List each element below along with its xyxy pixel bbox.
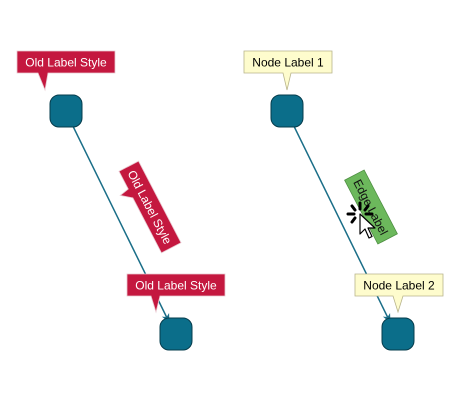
left-target-node[interactable] <box>159 317 193 351</box>
right-source-label-text: Node Label 1 <box>252 56 324 70</box>
left-source-node[interactable] <box>49 94 83 128</box>
right-target-label-text: Node Label 2 <box>363 279 435 293</box>
right-target-label[interactable]: Node Label 2 <box>354 273 444 314</box>
left-target-label-text: Old Label Style <box>135 279 217 293</box>
right-source-node[interactable] <box>270 94 304 128</box>
right-source-label[interactable]: Node Label 1 <box>243 50 333 91</box>
left-source-label-text: Old Label Style <box>25 56 107 70</box>
left-edge-label[interactable]: Old Label Style <box>110 160 182 257</box>
busy-pointer-icon <box>346 201 376 239</box>
left-edge-label-text: Old Label Style <box>125 168 175 247</box>
left-source-label[interactable]: Old Label Style <box>16 50 116 92</box>
left-target-label[interactable]: Old Label Style <box>126 273 226 314</box>
right-graph: Node Label 1 Edge Label Node Label 2 <box>243 50 444 351</box>
right-target-node[interactable] <box>381 317 415 351</box>
left-graph: Old Label Style Old Label Style Old Labe… <box>16 50 226 351</box>
